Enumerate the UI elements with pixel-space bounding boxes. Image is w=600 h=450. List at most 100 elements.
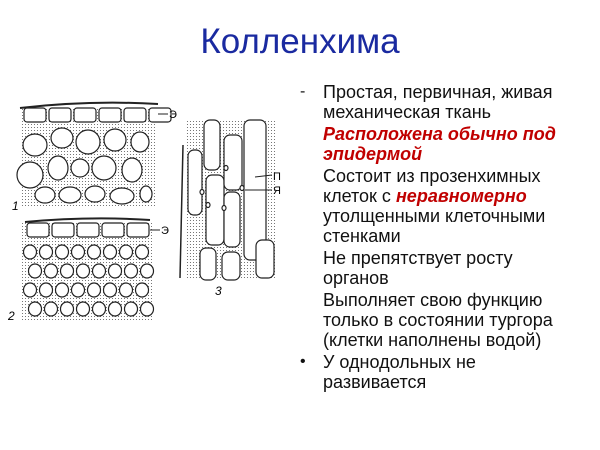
line-text: клеток с [323, 186, 396, 206]
epidermis-cell [123, 107, 147, 123]
collenchyma-cell [16, 161, 44, 189]
collenchyma-cell [91, 155, 117, 181]
collenchyma-cell [43, 263, 59, 279]
list-item-line: Не препятствует росту [323, 248, 513, 268]
collenchyma-cell [38, 244, 54, 260]
slide-title: Колленхима [200, 22, 400, 61]
label-figure-3: 3 [215, 284, 222, 298]
epidermis-cell [76, 222, 100, 238]
collenchyma-cell [38, 282, 54, 298]
figure-1-cross-section [16, 101, 172, 206]
list-item-line: утолщенными клеточными [323, 206, 600, 226]
label-ya: Я [273, 185, 281, 197]
collenchyma-cell [109, 187, 135, 205]
label-p: П [273, 171, 281, 183]
collenchyma-cell [59, 301, 75, 317]
collenchyma-cell [86, 244, 102, 260]
collenchyma-cell [123, 263, 139, 279]
epidermis-cell [73, 107, 97, 123]
collenchyma-cell [107, 263, 123, 279]
cell-nucleus [205, 201, 211, 209]
collenchyma-cell [22, 244, 38, 260]
collenchyma-cell [50, 127, 74, 149]
epidermis-cell [23, 107, 47, 123]
elongated-cell [187, 149, 203, 216]
elongated-cell [223, 134, 243, 191]
list-item-line: механическая ткань [323, 102, 492, 122]
collenchyma-figure: Э Э 1 2 3 П Я [7, 101, 281, 323]
list-item-line: только в состоянии тургора [323, 310, 553, 330]
collenchyma-cell [27, 301, 43, 317]
elongated-cell [203, 119, 221, 171]
cell-nucleus [221, 204, 227, 212]
collenchyma-cell [34, 186, 56, 204]
collenchyma-cell [70, 244, 86, 260]
elongated-cell [205, 174, 225, 246]
bullet-marker: • [300, 353, 306, 370]
list-item-line: Состоит из прозенхимных [323, 166, 600, 186]
label-figure-2: 2 [7, 309, 15, 323]
epidermis-cell [48, 107, 72, 123]
collenchyma-cell [123, 301, 139, 317]
label-figure-1: 1 [12, 199, 19, 213]
collenchyma-cell [86, 282, 102, 298]
elongated-cell [199, 247, 217, 281]
list-item-line: клеток с неравномерно [323, 186, 600, 206]
list-item-line: стенками [323, 226, 600, 246]
collenchyma-cell [139, 185, 153, 203]
collenchyma-cell [121, 157, 143, 183]
collenchyma-cell [75, 129, 101, 155]
collenchyma-cell [84, 185, 106, 203]
list-item-line: У однодольных не [323, 352, 476, 372]
collenchyma-cell [91, 263, 107, 279]
collenchyma-cell [102, 244, 118, 260]
collenchyma-cell [22, 282, 38, 298]
collenchyma-cell [75, 263, 91, 279]
epidermis-cell [148, 107, 172, 123]
epidermis-cell [98, 107, 122, 123]
collenchyma-cell [27, 263, 43, 279]
line-text: утолщенными клеточными [323, 206, 546, 226]
elongated-cell [255, 239, 275, 279]
elongated-cell [221, 251, 241, 281]
list-item-line: развивается [323, 372, 427, 392]
collenchyma-cell [107, 301, 123, 317]
list-item-line: Расположена обычно под [323, 124, 556, 144]
collenchyma-cell [59, 263, 75, 279]
collenchyma-cell [139, 263, 155, 279]
list-item-line: Выполняет свою функцию [323, 290, 543, 310]
collenchyma-cell [102, 282, 118, 298]
collenchyma-cell [47, 155, 69, 181]
collenchyma-cell [134, 282, 150, 298]
label-epidermis-1: Э [169, 109, 177, 121]
epidermis-cell [26, 222, 50, 238]
cell-nucleus [239, 184, 245, 192]
list-item-line: (клетки наполнены водой) [323, 330, 542, 350]
collenchyma-cell [103, 128, 127, 152]
collenchyma-cell [43, 301, 59, 317]
list-item-line: эпидермой [323, 144, 423, 164]
collenchyma-cell [75, 301, 91, 317]
figure-3-longitudinal-section [179, 119, 276, 281]
collenchyma-cell [139, 301, 155, 317]
label-epidermis-2: Э [161, 225, 169, 237]
epidermis-cell [126, 222, 150, 238]
list-item-line: органов [323, 268, 389, 288]
collenchyma-cell [58, 186, 82, 204]
epidermis-cell [51, 222, 75, 238]
list-item-line: Простая, первичная, живая [323, 82, 553, 102]
figure-2-cross-section [22, 217, 155, 322]
collenchyma-cell [54, 244, 70, 260]
collenchyma-cell [54, 282, 70, 298]
line-text: стенками [323, 226, 401, 246]
collenchyma-cell [91, 301, 107, 317]
bullet-marker: - [300, 83, 306, 100]
collenchyma-cell [130, 131, 150, 153]
collenchyma-cell [118, 244, 134, 260]
